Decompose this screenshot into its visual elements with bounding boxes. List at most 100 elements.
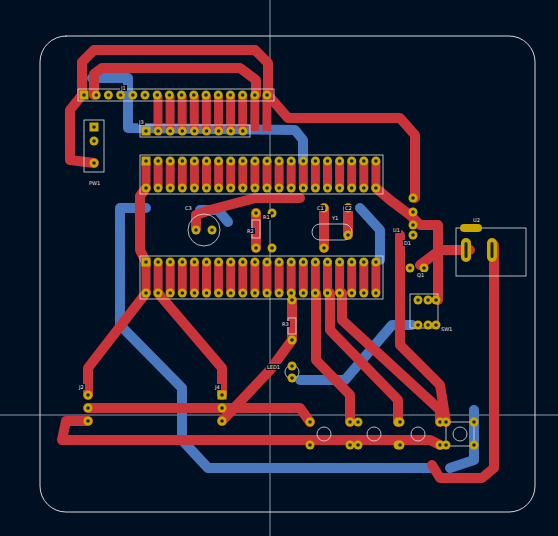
bus-trace [178, 262, 187, 293]
pad [275, 157, 284, 166]
drill [350, 186, 354, 190]
pad [288, 362, 297, 371]
pad [299, 157, 308, 166]
drill [277, 291, 281, 295]
pad [226, 91, 235, 100]
pad [190, 157, 199, 166]
pad [347, 258, 356, 267]
bus-trace [287, 262, 296, 293]
drill [322, 246, 326, 250]
pad [359, 157, 368, 166]
drill [156, 129, 160, 133]
drill [290, 364, 294, 368]
drill [205, 291, 209, 295]
ref-designator: J4 [214, 384, 221, 390]
drill [362, 260, 366, 264]
bus-trace [166, 262, 175, 293]
drill [326, 159, 330, 163]
drill [156, 260, 160, 264]
bus-trace [250, 262, 259, 293]
pad [409, 221, 418, 230]
pad [288, 296, 297, 305]
pad [461, 238, 471, 262]
bus-trace [311, 262, 320, 293]
drill [438, 443, 442, 447]
drill [220, 419, 224, 423]
pad [166, 258, 175, 267]
drill [205, 186, 209, 190]
drill [289, 291, 293, 295]
pad [90, 137, 99, 146]
pad [250, 258, 259, 267]
drill [181, 291, 185, 295]
pad [190, 127, 199, 136]
pad [252, 209, 261, 218]
bus-trace [202, 95, 211, 131]
drill [144, 260, 148, 264]
pad [347, 184, 356, 193]
drill [229, 260, 233, 264]
pad [104, 91, 113, 100]
drill [277, 186, 281, 190]
drill [426, 323, 430, 327]
ref-designator: LED1 [266, 364, 281, 370]
drill [356, 443, 360, 447]
bus-trace [178, 95, 187, 131]
pad [238, 258, 247, 267]
pad [214, 91, 223, 100]
drill [254, 246, 258, 250]
pad [359, 258, 368, 267]
pad [442, 441, 451, 450]
drill [408, 266, 412, 270]
drill [314, 260, 318, 264]
drill [290, 298, 294, 302]
ref-designator: D1 [403, 240, 412, 246]
pad [226, 184, 235, 193]
pad [80, 91, 89, 100]
drill [314, 186, 318, 190]
drill [265, 93, 269, 97]
pad [238, 127, 247, 136]
pad [311, 289, 320, 298]
drill [472, 443, 476, 447]
pad [90, 159, 99, 168]
bus-trace [335, 262, 344, 293]
pad [354, 441, 363, 450]
drill [314, 159, 318, 163]
bus-trace [371, 262, 380, 293]
drill [290, 376, 294, 380]
pad [226, 289, 235, 298]
bus-trace [190, 262, 199, 293]
pad [335, 258, 344, 267]
pad [470, 441, 479, 450]
ref-designator: J1 [120, 85, 127, 91]
pad [238, 289, 247, 298]
drill [416, 298, 420, 302]
drill [465, 242, 468, 258]
ref-designator: U2 [472, 217, 481, 223]
pad [371, 184, 380, 193]
drill [86, 406, 90, 410]
drill [350, 260, 354, 264]
bus-trace [226, 95, 235, 131]
pad [460, 224, 482, 232]
pad [142, 289, 151, 298]
pad [178, 258, 187, 267]
bus-trace [263, 262, 272, 293]
drill [241, 129, 245, 133]
drill [217, 186, 221, 190]
drill [241, 260, 245, 264]
silkscreen [78, 89, 526, 446]
drill [168, 260, 172, 264]
pad [190, 258, 199, 267]
pad [154, 157, 163, 166]
drill [107, 93, 111, 97]
drill [131, 93, 135, 97]
pad [263, 184, 272, 193]
bus-trace [359, 262, 368, 293]
top-traces [62, 50, 494, 478]
bus-trace [299, 262, 308, 293]
pad [396, 418, 405, 427]
pad [84, 391, 93, 400]
